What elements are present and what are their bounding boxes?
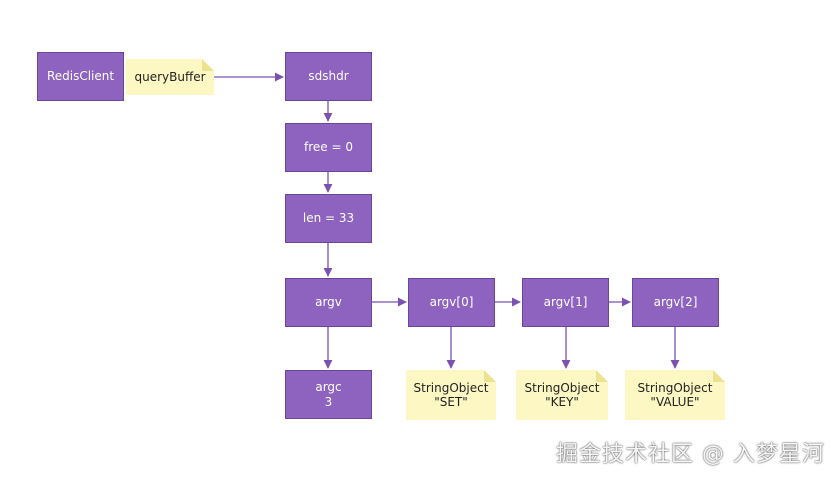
string-object-type: StringObject: [413, 381, 489, 395]
watermark: 掘金技术社区 @ 入梦星河: [556, 442, 825, 467]
string-object-type: StringObject: [524, 381, 600, 395]
string-object-key-note: StringObject "KEY": [516, 370, 608, 420]
len-node: len = 33: [285, 194, 372, 243]
string-object-set-note: StringObject "SET": [406, 370, 496, 420]
argv-node: argv: [285, 278, 372, 327]
string-object-value: "VALUE": [650, 395, 700, 409]
argc-value: 3: [324, 394, 333, 409]
string-object-type: StringObject: [637, 381, 713, 395]
note-shape: [625, 370, 725, 420]
sdshdr-node: sdshdr: [285, 52, 372, 101]
argv2-node: argv[2]: [632, 278, 719, 327]
query-buffer-note: queryBuffer: [126, 59, 214, 95]
note-shape: [126, 59, 214, 95]
string-object-value-label: StringObject "VALUE": [625, 370, 725, 420]
note-shape: [406, 370, 496, 420]
string-object-value: "KEY": [545, 395, 579, 409]
argv0-node: argv[0]: [408, 278, 495, 327]
free-node: free = 0: [285, 123, 372, 172]
redis-client-node: RedisClient: [37, 52, 124, 101]
string-object-value: "SET": [434, 395, 468, 409]
query-buffer-label: queryBuffer: [134, 70, 206, 84]
string-object-set-label: StringObject "SET": [406, 370, 496, 420]
argc-label: argc: [315, 379, 342, 394]
string-object-key-label: StringObject "KEY": [516, 370, 608, 420]
argc-node: argc 3: [285, 370, 372, 419]
note-shape: [516, 370, 608, 420]
argv1-node: argv[1]: [522, 278, 609, 327]
string-object-value-note: StringObject "VALUE": [625, 370, 725, 420]
